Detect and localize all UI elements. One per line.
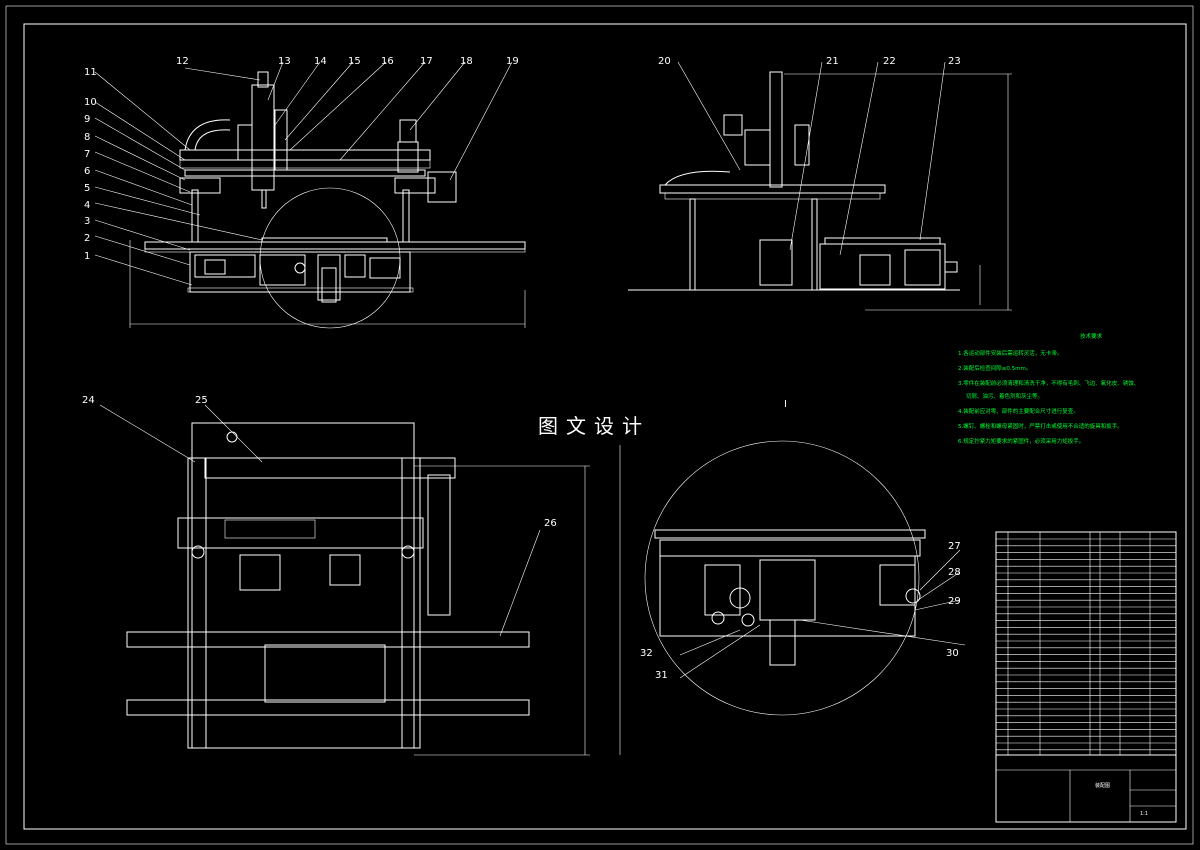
detail-view xyxy=(644,440,966,716)
part-label: 17 xyxy=(420,56,433,67)
part-label: 9 xyxy=(84,114,90,125)
part-label: 13 xyxy=(278,56,291,67)
part-label: 2 xyxy=(84,233,90,244)
note-item: 4.装配前应对零、部件的主要配合尺寸进行复查。 xyxy=(958,407,1079,415)
technical-notes: 技术要求 1.各运动部件安装后需运转灵活，无卡滞。 2.装配后检查间隙≤0.5m… xyxy=(958,332,1139,445)
part-label: 15 xyxy=(348,56,361,67)
note-item: 切屑、油污、着色剂和灰尘等。 xyxy=(966,392,1043,400)
part-label: 1 xyxy=(84,251,90,262)
part-label: 3 xyxy=(84,216,90,227)
part-label: 21 xyxy=(826,56,839,67)
note-item: 2.装配后检查间隙≤0.5mm。 xyxy=(958,364,1031,372)
title-text: 装配图 xyxy=(1095,782,1110,789)
part-label: 29 xyxy=(948,596,961,607)
part-label: 28 xyxy=(948,567,961,578)
part-label: 23 xyxy=(948,56,961,67)
part-label: 12 xyxy=(176,56,189,67)
note-item: 6.规定拧紧力矩要求的紧固件，必须采用力矩扳手。 xyxy=(958,437,1084,445)
part-label: 20 xyxy=(658,56,671,67)
scale-text: 1:1 xyxy=(1140,811,1148,817)
side-view xyxy=(628,61,1012,311)
part-label: 6 xyxy=(84,166,90,177)
parts-list-table: 装配图 1:1 xyxy=(995,531,1177,823)
front-view xyxy=(94,61,526,329)
part-label: 30 xyxy=(946,648,959,659)
inner-frame xyxy=(23,23,1187,830)
part-label: 5 xyxy=(84,183,90,194)
note-item: 5.螺钉、螺栓和螺母紧固时，严禁打击或使用不合适的旋具和扳手。 xyxy=(958,422,1123,430)
part-label: 26 xyxy=(544,518,557,529)
part-label: 31 xyxy=(655,670,668,681)
part-label: 14 xyxy=(314,56,327,67)
watermark: 图文设计 xyxy=(538,414,650,438)
part-label: 24 xyxy=(82,395,95,406)
part-label: 10 xyxy=(84,97,97,108)
part-label: 22 xyxy=(883,56,896,67)
notes-heading: 技术要求 xyxy=(1080,332,1103,340)
part-label: 32 xyxy=(640,648,653,659)
part-label: 11 xyxy=(84,67,97,78)
note-item: 3.零件在装配前必须清理和清洗干净，不得有毛刺、飞边、氧化皮、锈蚀、 xyxy=(958,379,1139,387)
outer-frame xyxy=(5,5,1194,845)
part-label: 4 xyxy=(84,200,90,211)
part-label: 25 xyxy=(195,395,208,406)
part-label: 18 xyxy=(460,56,473,67)
part-label: 19 xyxy=(506,56,519,67)
part-label: 27 xyxy=(948,541,961,552)
top-view xyxy=(99,404,621,756)
note-item: 1.各运动部件安装后需运转灵活，无卡滞。 xyxy=(958,349,1062,357)
part-label: 8 xyxy=(84,132,90,143)
part-label: 16 xyxy=(381,56,394,67)
part-label: 7 xyxy=(84,149,90,160)
section-mark: I xyxy=(784,399,787,410)
